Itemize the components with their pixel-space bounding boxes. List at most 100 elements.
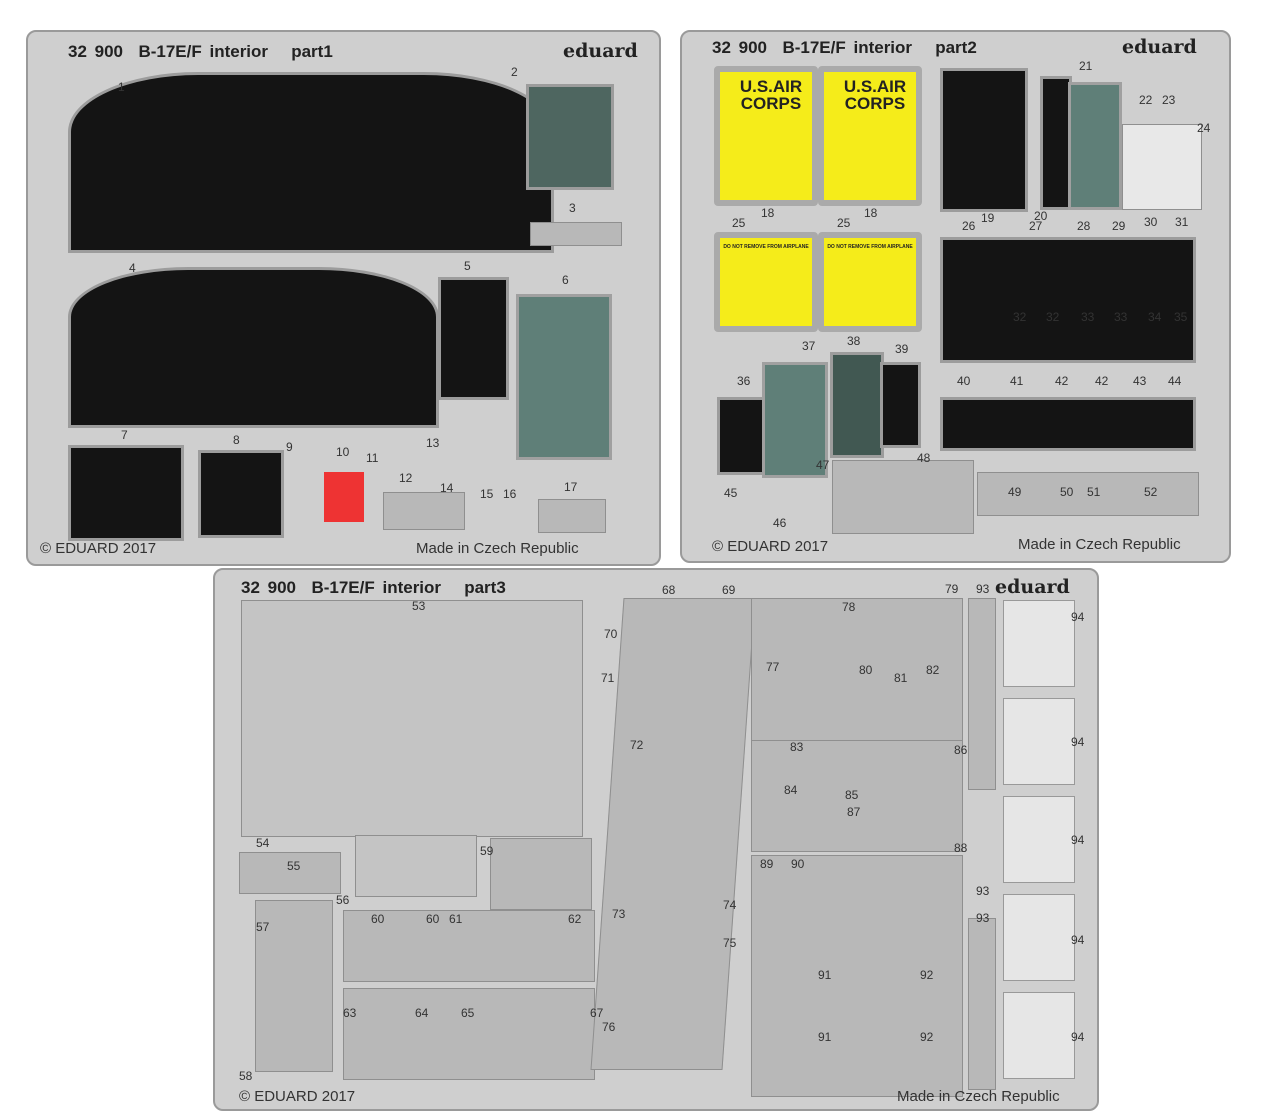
strip-94 [1003, 698, 1075, 785]
part-number: 44 [1168, 374, 1182, 388]
part-number: 91 [818, 1030, 832, 1044]
part-number: 88 [954, 841, 968, 855]
part-number: 87 [847, 805, 861, 819]
title-text: B-17E/F interior [782, 38, 913, 57]
part-number: 94 [1071, 1030, 1085, 1044]
panel-38 [830, 352, 884, 458]
part-number: 78 [842, 600, 856, 614]
placard-25b: DO NOT REMOVE FROM AIRPLANE [818, 232, 922, 332]
part-number: 59 [480, 844, 494, 858]
panel-8 [198, 450, 284, 538]
panel-2 [526, 84, 614, 190]
strip-93 [968, 598, 996, 790]
part-number: 20 [1034, 209, 1048, 223]
panel-6 [516, 294, 612, 460]
part-number: 68 [662, 583, 676, 597]
part-number: 93 [976, 911, 990, 925]
placard-small-text: DO NOT REMOVE FROM AIRPLANE [827, 244, 913, 250]
panel-20 [1040, 76, 1072, 210]
copyright: © EDUARD 2017 [40, 540, 157, 557]
parts-84-88 [751, 740, 963, 852]
part-number: 10 [336, 445, 350, 459]
part-number: 52 [1144, 485, 1158, 499]
strip-94 [1003, 796, 1075, 883]
placard-small-text: DO NOT REMOVE FROM AIRPLANE [723, 244, 809, 250]
placard-text: U.S.AIR CORPS [739, 77, 803, 113]
part-57 [255, 900, 333, 1072]
part-number: 60 [426, 912, 440, 926]
parts-54-55 [239, 852, 341, 894]
part-number: 63 [343, 1006, 357, 1020]
part-number: 69 [722, 583, 736, 597]
part-number: 4 [129, 261, 136, 275]
part-number: 92 [920, 968, 934, 982]
part-number: 25 [732, 216, 746, 230]
part-number: 51 [1087, 485, 1101, 499]
part-number: 75 [723, 936, 737, 950]
title-text: B-17E/F interior [138, 42, 269, 61]
part-number: 73 [612, 907, 626, 921]
fret-part1: 32 900 B-17E/F interior part1 eduard © E… [26, 30, 661, 566]
part-number: 36 [737, 374, 751, 388]
code: 32 900 [241, 578, 296, 597]
part-number: 85 [845, 788, 859, 802]
part-number: 65 [461, 1006, 475, 1020]
part-number: 80 [859, 663, 873, 677]
copyright: © EDUARD 2017 [239, 1088, 356, 1105]
parts-49-52 [977, 472, 1199, 516]
part-number: 12 [399, 471, 413, 485]
part-number: 55 [287, 859, 301, 873]
part-number: 33 [1114, 310, 1128, 324]
panel-39 [880, 362, 921, 448]
part-number: 94 [1071, 833, 1085, 847]
part-59 [490, 838, 592, 910]
part-number: 84 [784, 783, 798, 797]
part-number: 25 [837, 216, 851, 230]
strip-94 [1003, 600, 1075, 687]
part-number: 74 [723, 898, 737, 912]
floor-panel-53-lower [355, 835, 477, 897]
part-number: 72 [630, 738, 644, 752]
part-number: 61 [449, 912, 463, 926]
part-number: 6 [562, 273, 569, 287]
parts-47-48 [832, 460, 974, 534]
part-number: 19 [981, 211, 995, 225]
part-12 [383, 492, 465, 530]
part-number: 94 [1071, 610, 1085, 624]
part-number: 86 [954, 743, 968, 757]
fret-part2: 32 900 B-17E/F interior part2 eduard U.S… [680, 30, 1231, 563]
part-number: 14 [440, 481, 454, 495]
part-number: 8 [233, 433, 240, 447]
part-number: 76 [602, 1020, 616, 1034]
part-number: 23 [1162, 93, 1176, 107]
part-number: 43 [1133, 374, 1147, 388]
part-number: 38 [847, 334, 861, 348]
instrument-panel-main [68, 72, 554, 253]
part-number: 3 [569, 201, 576, 215]
part-number: 15 [480, 487, 494, 501]
part-number: 32 [1013, 310, 1027, 324]
part-number: 26 [962, 219, 976, 233]
part-number: 27 [1029, 219, 1043, 233]
part-number: 58 [239, 1069, 253, 1083]
part-number: 91 [818, 968, 832, 982]
made-in: Made in Czech Republic [1018, 536, 1181, 553]
part-number: 35 [1174, 310, 1188, 324]
fret-part3: 32 900 B-17E/F interior part3 eduard © E… [213, 568, 1099, 1111]
part-number: 1 [118, 80, 125, 94]
part-number: 48 [917, 451, 931, 465]
part-number: 93 [976, 884, 990, 898]
part-number: 30 [1144, 215, 1158, 229]
placard-25a: DO NOT REMOVE FROM AIRPLANE [714, 232, 818, 332]
part-number: 79 [945, 582, 959, 596]
part-number: 89 [760, 857, 774, 871]
part-number: 46 [773, 516, 787, 530]
part-number: 22 [1139, 93, 1153, 107]
part-number: 45 [724, 486, 738, 500]
panel-19 [940, 68, 1028, 212]
parts-89-92 [751, 855, 963, 1097]
eduard-logo: eduard [995, 576, 1070, 598]
part-number: 81 [894, 671, 908, 685]
part-number: 21 [1079, 59, 1093, 73]
strip-93b [968, 918, 996, 1090]
